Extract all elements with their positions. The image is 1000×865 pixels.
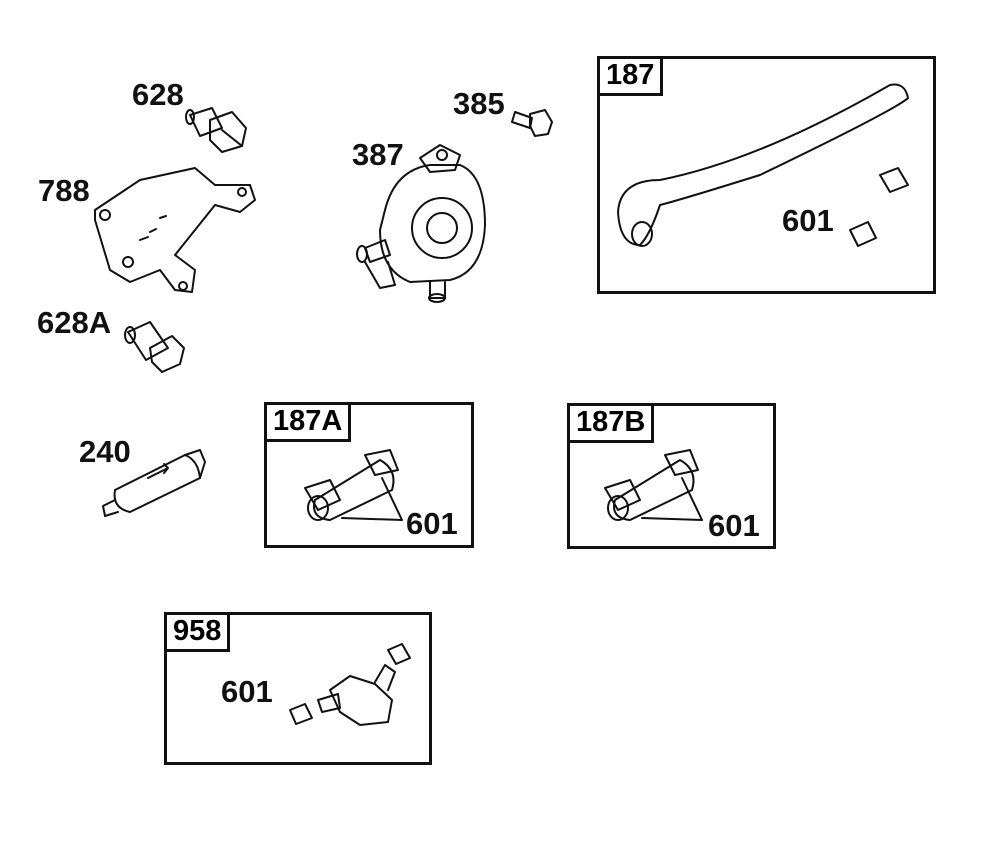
screw-385-drawing bbox=[511, 109, 553, 137]
fuel-filter-240-drawing bbox=[102, 449, 206, 517]
kit-box-187B: 187B bbox=[567, 403, 776, 549]
shutoff-valve-958-drawing bbox=[289, 643, 411, 726]
hose-187A-drawing bbox=[304, 449, 403, 521]
part-label-240: 240 bbox=[79, 434, 131, 469]
part-label-788: 788 bbox=[38, 173, 90, 208]
callout-601: 601 bbox=[782, 203, 834, 238]
fuel-pump-387-drawing bbox=[356, 144, 486, 303]
kit-box-187A: 187A bbox=[264, 402, 474, 548]
part-label-387: 387 bbox=[352, 137, 404, 172]
kit-box-958: 958 bbox=[164, 612, 432, 765]
kit-box-tag: 187 bbox=[597, 56, 664, 96]
kit-box-tag: 187A bbox=[264, 402, 352, 442]
callout-601: 601 bbox=[406, 506, 458, 541]
fuel-hose-187-drawing bbox=[617, 83, 909, 247]
bolt-628A-drawing bbox=[124, 321, 185, 373]
kit-box-187: 187 bbox=[597, 56, 936, 294]
part-label-628A: 628A bbox=[37, 305, 112, 340]
kit-box-tag: 187B bbox=[567, 403, 655, 443]
callout-601: 601 bbox=[708, 508, 760, 543]
bracket-788-drawing bbox=[94, 167, 256, 293]
part-label-628: 628 bbox=[132, 77, 184, 112]
part-label-385: 385 bbox=[453, 86, 505, 121]
callout-601: 601 bbox=[221, 674, 273, 709]
bolt-628-drawing bbox=[185, 107, 247, 153]
kit-box-tag: 958 bbox=[164, 612, 231, 652]
hose-187B-drawing bbox=[604, 449, 703, 521]
